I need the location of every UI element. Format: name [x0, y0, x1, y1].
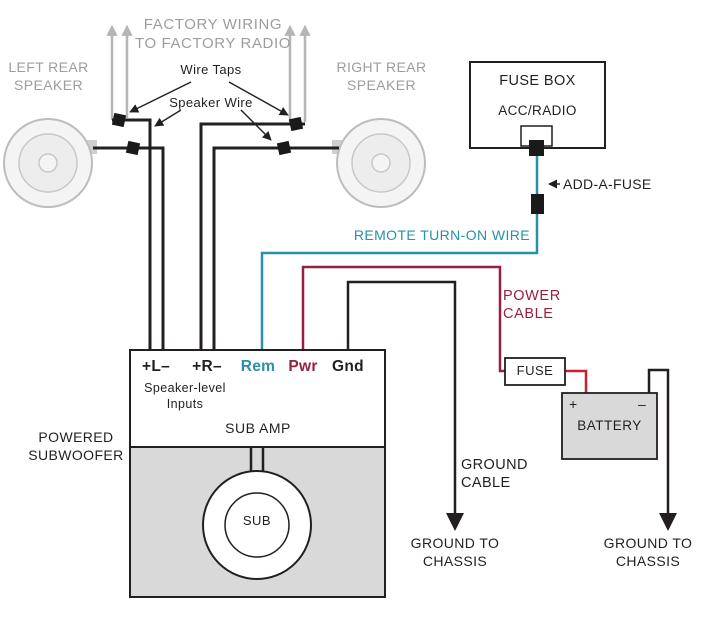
right-rear-speaker-icon [332, 118, 426, 208]
wire-tap-connectors [111, 112, 304, 156]
fuse-tap-connector [529, 140, 544, 156]
power-cable-label: POWER CABLE [503, 288, 561, 323]
add-a-fuse-label: ADD-A-FUSE [563, 176, 652, 192]
ground-arrow-right-icon [659, 513, 677, 531]
ground-to-chassis-left-label: GROUND TO CHASSIS [410, 535, 500, 569]
sub-amp-label: SUB AMP [225, 420, 291, 436]
factory-wiring-arrows-icon [106, 24, 311, 122]
battery-ground-wire [647, 368, 677, 531]
wire-taps-pointer-arrows [129, 81, 289, 116]
ground-to-chassis-right-label: GROUND TO CHASSIS [603, 535, 693, 569]
acc-radio-label: ACC/RADIO [498, 103, 577, 118]
ground-arrow-left-icon [446, 513, 464, 531]
battery-minus-terminal: – [638, 396, 647, 412]
speaker-level-inputs-label: Speaker-level Inputs [144, 381, 226, 411]
speaker-wire-pointer-arrows [154, 109, 272, 141]
amp-outline [129, 349, 386, 448]
powered-subwoofer-label: POWERED SUBWOOFER [28, 429, 124, 463]
wire-taps-label: Wire Taps [180, 62, 242, 77]
left-speaker-label: LEFT REAR SPEAKER [8, 59, 89, 93]
sub-driver-icon [202, 470, 312, 580]
battery-plus-terminal: + [569, 396, 578, 412]
ground-cable-label: GROUND CABLE [461, 457, 528, 492]
add-a-fuse-connector [531, 194, 544, 214]
fuse-box-title: FUSE BOX [499, 73, 576, 89]
amp-sub-connector [249, 447, 265, 472]
amp-terminal-remote: Rem [240, 358, 276, 375]
left-rear-speaker-icon [3, 118, 97, 208]
right-speaker-label: RIGHT REAR SPEAKER [336, 59, 427, 93]
battery-label: BATTERY [577, 418, 642, 433]
power-cable-wire [301, 265, 506, 373]
fuse-to-battery-wire [565, 369, 588, 394]
ground-cable-wire [346, 280, 464, 531]
amp-terminal-left-input: +L– [141, 358, 171, 375]
amp-terminal-right-input: +R– [192, 358, 222, 375]
factory-wiring-label: FACTORY WIRING TO FACTORY RADIO [134, 16, 292, 52]
fuse-box-outline [469, 61, 606, 156]
sub-label: SUB [242, 513, 272, 528]
remote-turn-on-wire-label: REMOTE TURN-ON WIRE [353, 227, 530, 243]
speaker-wire-label: Speaker Wire [169, 95, 253, 110]
battery-outline [561, 392, 658, 460]
amp-terminal-power: Pwr [288, 358, 318, 375]
fuse-outline [504, 357, 566, 386]
amp-terminal-ground: Gnd [332, 358, 364, 375]
fuse-label: FUSE [516, 363, 554, 378]
